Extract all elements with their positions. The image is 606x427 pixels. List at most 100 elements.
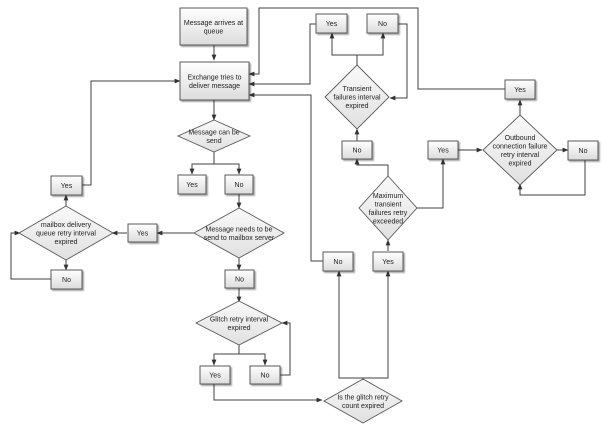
box-shape [341,140,373,160]
edge-glitchno-loop [280,320,291,376]
outcome-box-can-send-no: No [224,174,254,195]
node-label: queue retry interval [36,231,96,238]
node-label: No [235,277,244,284]
outcome-box-mailbox-server-yes: Yes [127,223,158,243]
edge-countno-deliver [248,92,323,262]
outcome-box-transient-interval-no: No [366,13,399,34]
box-shape [372,251,404,272]
box-shape [127,223,158,243]
node-label: failures retry [369,210,408,217]
diamond-shape [193,207,285,259]
node-label: transient [375,201,402,208]
outcome-box-glitch-count-yes: Yes [372,251,404,272]
outcome-box-mailbox-queue-no: No [50,269,83,290]
node-label: No [378,21,387,28]
node-label: Yes [326,21,338,28]
node-label: failures interval [333,95,381,102]
node-label: retry interval [501,152,540,159]
edge-outyes-deliver [248,7,505,90]
box-shape [366,13,399,34]
edge-max-yes [416,158,446,209]
node-label: Exchange tries to [187,74,241,81]
box-shape [177,174,207,195]
outcome-box-glitch-count-no: No [322,251,354,272]
outcome-box-transient-interval-yes: Yes [315,13,348,34]
edge-max-no [354,158,389,177]
node-label: Transient [343,86,372,93]
edge-mqno-loop [10,230,51,280]
node-label: No [334,259,343,266]
box-shape [50,175,83,196]
box-shape [224,269,255,289]
node-label: Yes [437,148,449,155]
edge-mqyes-deliver [82,78,181,186]
outcome-box-outbound-yes: Yes [504,79,536,100]
edge-cansend-branch [189,152,215,175]
edge-glitch-branch-yes [211,345,240,366]
edge-transient-branch-no [357,32,386,56]
decision-diamond-can-send: Message can be send [176,119,252,153]
outcome-box-glitch-interval-no: No [249,365,281,385]
node-label: expired [55,239,78,246]
node-label: No [62,277,71,284]
outcome-box-can-send-yes: Yes [177,174,207,195]
diamond-shape [323,378,403,424]
node-label: Yes [514,87,526,94]
node-label: exceeded [373,218,403,225]
node-label: expired [509,160,532,167]
outcome-box-glitch-interval-yes: Yes [199,365,231,385]
diamond-shape [18,205,114,261]
node-label: Yes [61,183,73,190]
diamond-shape [482,114,558,186]
edge-transno-loop [389,23,408,101]
box-shape [50,269,83,290]
node-label: Glitch retry interval [210,316,269,323]
edge-outno-loop [517,159,586,196]
outcome-box-outbound-no: No [567,140,599,161]
outcome-box-max-transient-no: No [341,140,373,160]
box-shape [199,365,231,385]
edge-count-branch-yes [363,270,391,379]
box-shape [504,79,536,100]
node-label: Message needs to be [206,226,273,233]
diamond-shape [195,300,283,346]
node-label: Message can be [188,129,239,136]
box-shape [322,251,354,272]
node-label: No [579,148,588,155]
box-shape [224,174,254,195]
node-label: Yes [209,373,221,380]
diamond-shape [324,64,390,130]
box-shape [315,13,348,34]
edge-cansend-no [214,163,242,175]
box-shape [179,7,248,46]
node-label: queue [204,28,224,35]
node-label: Yes [137,231,149,238]
node-label: Outbound [505,135,536,142]
node-label: send [206,138,221,145]
node-label: Is the glitch retry [337,394,389,401]
node-label: connection failure [493,143,548,150]
node-label: Maximum [373,193,404,200]
node-label: Yes [186,182,198,189]
edge-transient-branch-yes [329,32,358,65]
edge-glitch-branch-no [239,353,268,366]
edges [10,7,586,403]
edge-count-branch-no [336,270,364,384]
node-label: Message arrives at [184,20,243,27]
node-label: No [235,182,244,189]
diamond-shape [176,119,252,153]
node-label: expired [228,325,251,332]
outcome-box-mailbox-queue-yes: Yes [50,175,83,196]
box-shape [249,365,281,385]
edge-transyes-deliver [248,23,316,87]
node-label: count expired [342,403,384,410]
box-shape [427,140,459,160]
